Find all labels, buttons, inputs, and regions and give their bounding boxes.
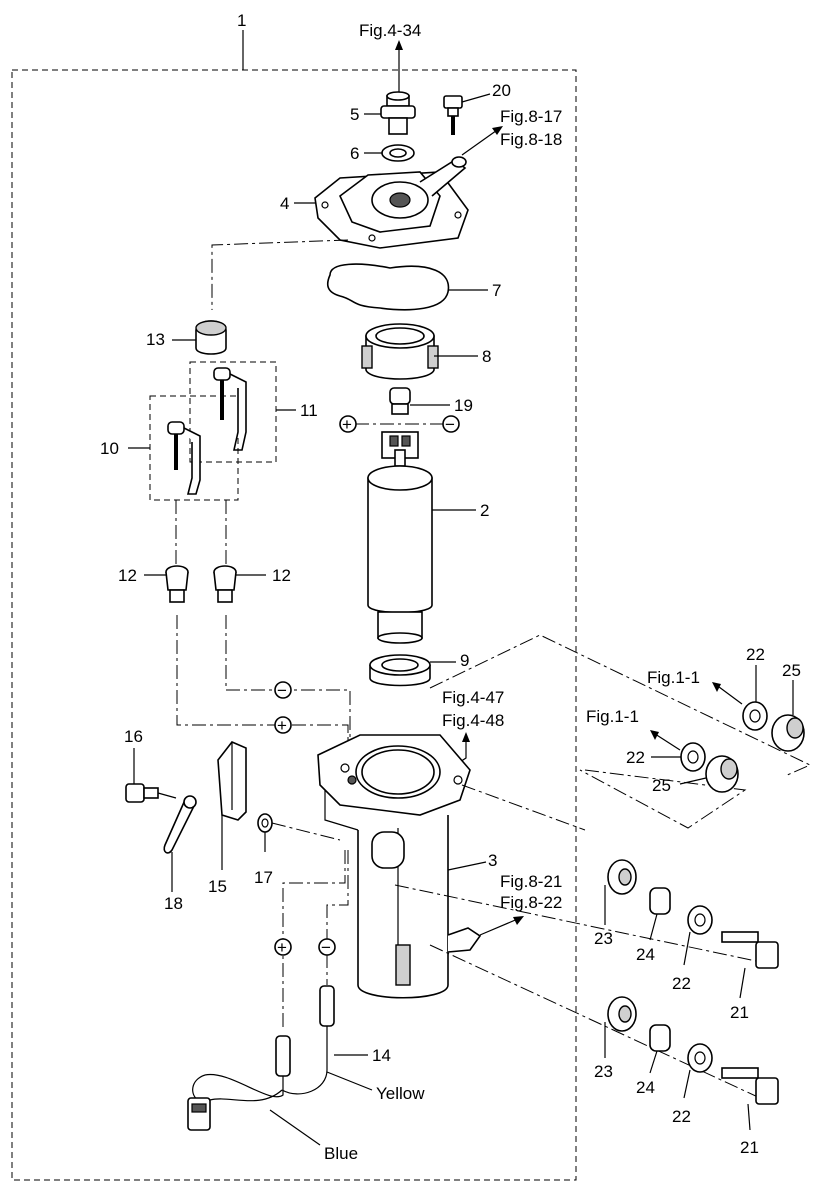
ref-fig-4-47: Fig.4-47: [442, 688, 504, 707]
callout-5: 5: [350, 105, 359, 124]
callout-12-left: 12: [118, 566, 137, 585]
fitting-part: [380, 91, 416, 135]
callout-19: 19: [454, 396, 473, 415]
ref-fig-4-34: Fig.4-34: [359, 21, 421, 40]
callout-22-b: 22: [626, 748, 645, 767]
terminal-cap-left: [165, 565, 189, 603]
callout-4: 4: [280, 194, 289, 213]
wire-harness-part: [187, 985, 335, 1131]
yellow-wire-label: Yellow: [376, 1084, 425, 1103]
wire-10-part: [167, 421, 201, 495]
callout-1: 1: [237, 11, 246, 30]
callout-2: 2: [480, 501, 489, 520]
o-ring-part: [326, 263, 450, 311]
washer-17-part: [257, 813, 273, 833]
fitting-seal-part: [381, 144, 415, 162]
callout-22-a: 22: [746, 645, 765, 664]
fuel-pump-part: [367, 431, 433, 644]
ref-fig-8-18: Fig.8-18: [500, 130, 562, 149]
filter-body-part: [317, 734, 482, 999]
harness-plus-marker: +: [277, 938, 287, 957]
callout-17: 17: [254, 868, 273, 887]
callout-24-a: 24: [636, 945, 655, 964]
blue-wire-label: Blue: [324, 1144, 358, 1163]
grommet-23-a: [607, 859, 637, 895]
terminal-plus-marker: +: [277, 716, 287, 735]
callout-3: 3: [488, 851, 497, 870]
terminal-cap-right: [213, 565, 237, 603]
wire-11-part: [213, 367, 247, 451]
callout-7: 7: [492, 281, 501, 300]
callout-10: 10: [100, 439, 119, 458]
callout-24-b: 24: [636, 1078, 655, 1097]
pump-holder-part: [361, 323, 439, 380]
callout-15: 15: [208, 877, 227, 896]
callout-22-d: 22: [672, 1107, 691, 1126]
callout-8: 8: [482, 347, 491, 366]
collar-24-a: [649, 887, 671, 915]
ref-fig-1-1-mid: Fig.1-1: [586, 707, 639, 726]
assembly-boundary: [11, 69, 577, 1181]
harness-minus-marker: −: [321, 938, 331, 957]
terminal-minus-marker: −: [277, 681, 287, 700]
callout-11: 11: [300, 401, 318, 420]
bolt-21-b: [721, 1067, 779, 1105]
mount-25-b: [705, 755, 739, 793]
callout-12-right: 12: [272, 566, 291, 585]
callout-6: 6: [350, 144, 359, 163]
ground-strap-part: [163, 795, 197, 854]
callout-23-a: 23: [594, 929, 613, 948]
grommet-23-b: [607, 996, 637, 1032]
connector-19-part: [389, 387, 411, 415]
cover-bolt-part: [443, 95, 463, 135]
screw-16-part: [125, 783, 177, 803]
collar-24-b: [649, 1024, 671, 1052]
grommet-13-part: [195, 320, 227, 355]
bolt-21-a: [721, 931, 779, 969]
clamp-15-part: [217, 741, 247, 821]
callout-18: 18: [164, 894, 183, 913]
washer-22-a: [742, 701, 768, 731]
ref-fig-8-21: Fig.8-21: [500, 872, 562, 891]
washer-22-b: [680, 742, 706, 772]
ref-fig-8-22: Fig.8-22: [500, 893, 562, 912]
washer-22-c: [687, 905, 713, 935]
pump-seal-part: [369, 654, 431, 687]
callout-21-a: 21: [730, 1003, 749, 1022]
callout-23-b: 23: [594, 1062, 613, 1081]
pump-minus-marker: −: [445, 415, 455, 434]
callout-22-c: 22: [672, 974, 691, 993]
callout-13: 13: [146, 330, 165, 349]
mount-25-a: [771, 714, 805, 752]
pump-plus-marker: +: [342, 415, 352, 434]
callout-20: 20: [492, 81, 511, 100]
callout-9: 9: [460, 651, 469, 670]
callout-14: 14: [372, 1046, 391, 1065]
callout-25-a: 25: [782, 661, 801, 680]
ref-fig-1-1-top: Fig.1-1: [647, 668, 700, 687]
wire-11-group: [189, 361, 277, 463]
washer-22-d: [687, 1043, 713, 1073]
ref-fig-4-48: Fig.4-48: [442, 711, 504, 730]
callout-25-b: 25: [652, 776, 671, 795]
callout-16: 16: [124, 727, 143, 746]
ref-fig-8-17: Fig.8-17: [500, 107, 562, 126]
filter-cover-part: [314, 156, 469, 249]
callout-21-b: 21: [740, 1138, 759, 1157]
